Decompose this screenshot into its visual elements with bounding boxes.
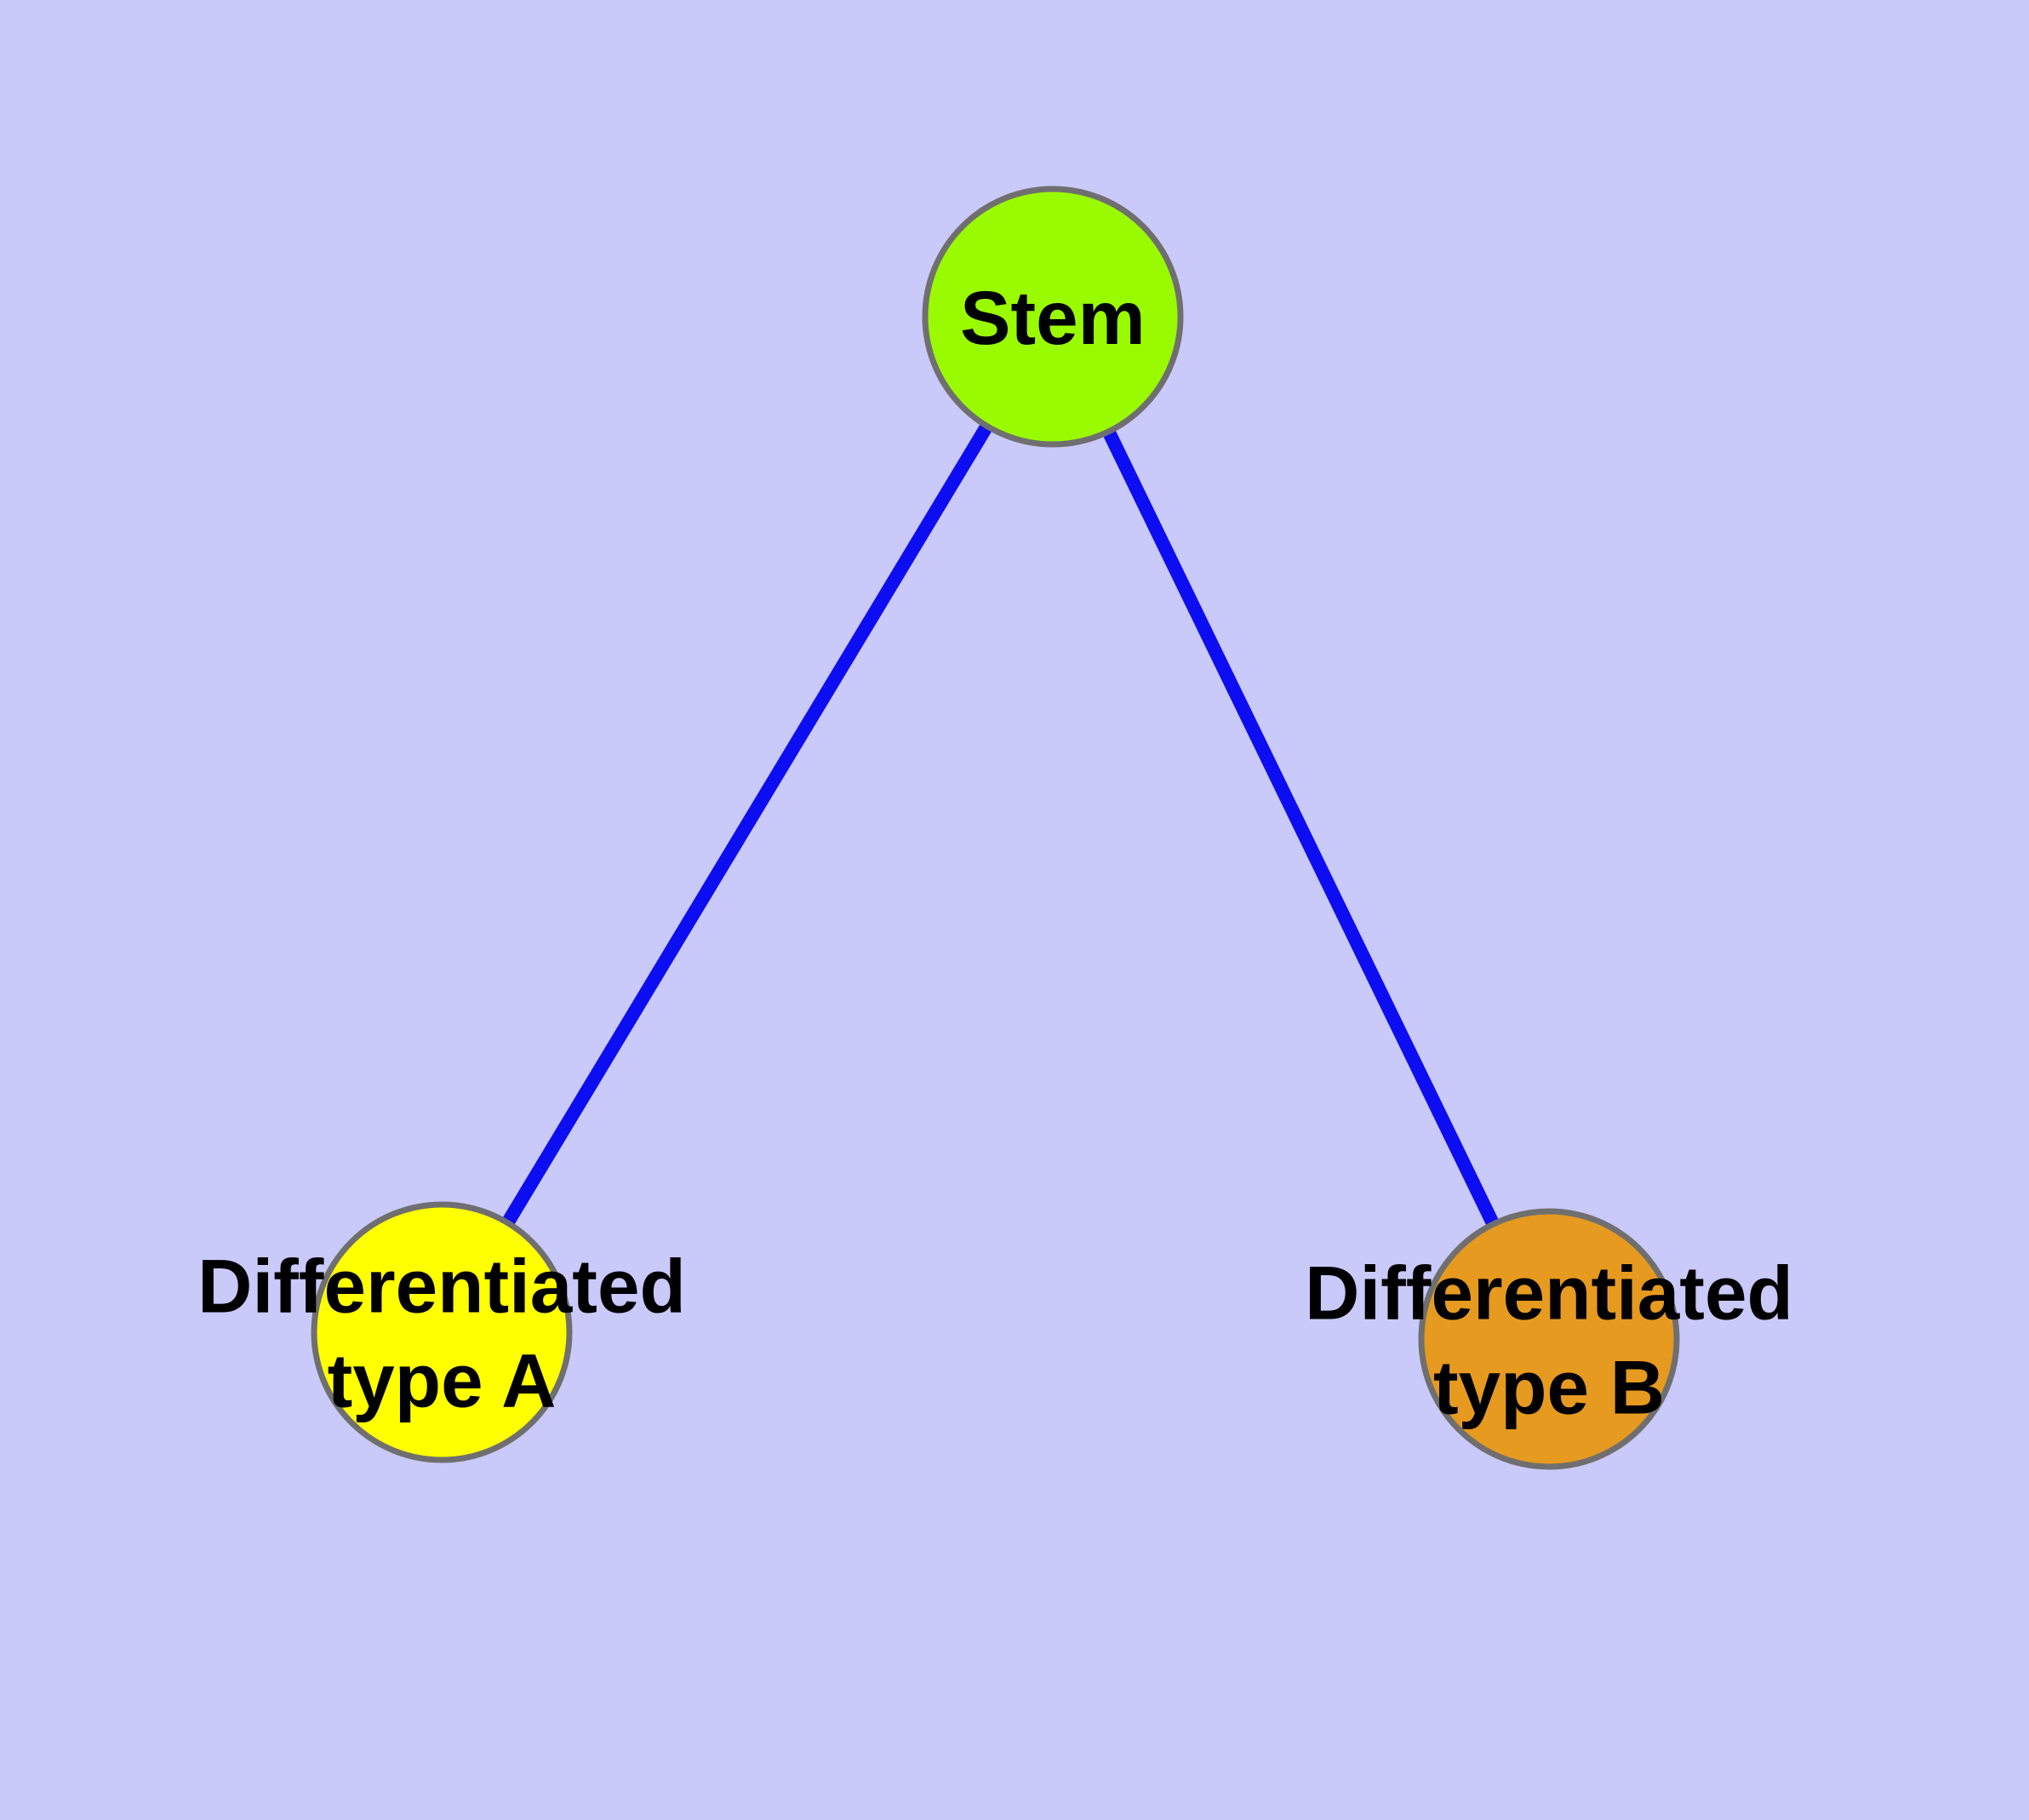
node-differentiated-type-b-label-line-1: type B — [1433, 1345, 1665, 1430]
edge-stem-to-differentiated-type-b — [1046, 313, 1556, 1342]
node-layer — [311, 186, 1680, 1470]
node-stem-label: Stem — [960, 275, 1146, 360]
node-stem — [922, 186, 1184, 448]
node-differentiated-type-b — [1418, 1208, 1680, 1470]
node-differentiated-type-a-label-line-0: Differentiated — [197, 1244, 686, 1329]
node-differentiated-type-a-label-line-1: type A — [328, 1338, 557, 1423]
node-stem-label-line-0: Stem — [960, 275, 1146, 360]
node-differentiated-type-a — [311, 1201, 573, 1463]
node-differentiated-type-b-label-line-0: Differentiated — [1305, 1251, 1793, 1336]
node-differentiated-type-b-label: Differentiated type B — [1305, 1251, 1793, 1430]
edge-layer — [436, 312, 1556, 1342]
node-differentiated-type-a-label: Differentiated type A — [197, 1244, 686, 1423]
edge-stem-to-differentiated-type-a — [436, 312, 1059, 1336]
